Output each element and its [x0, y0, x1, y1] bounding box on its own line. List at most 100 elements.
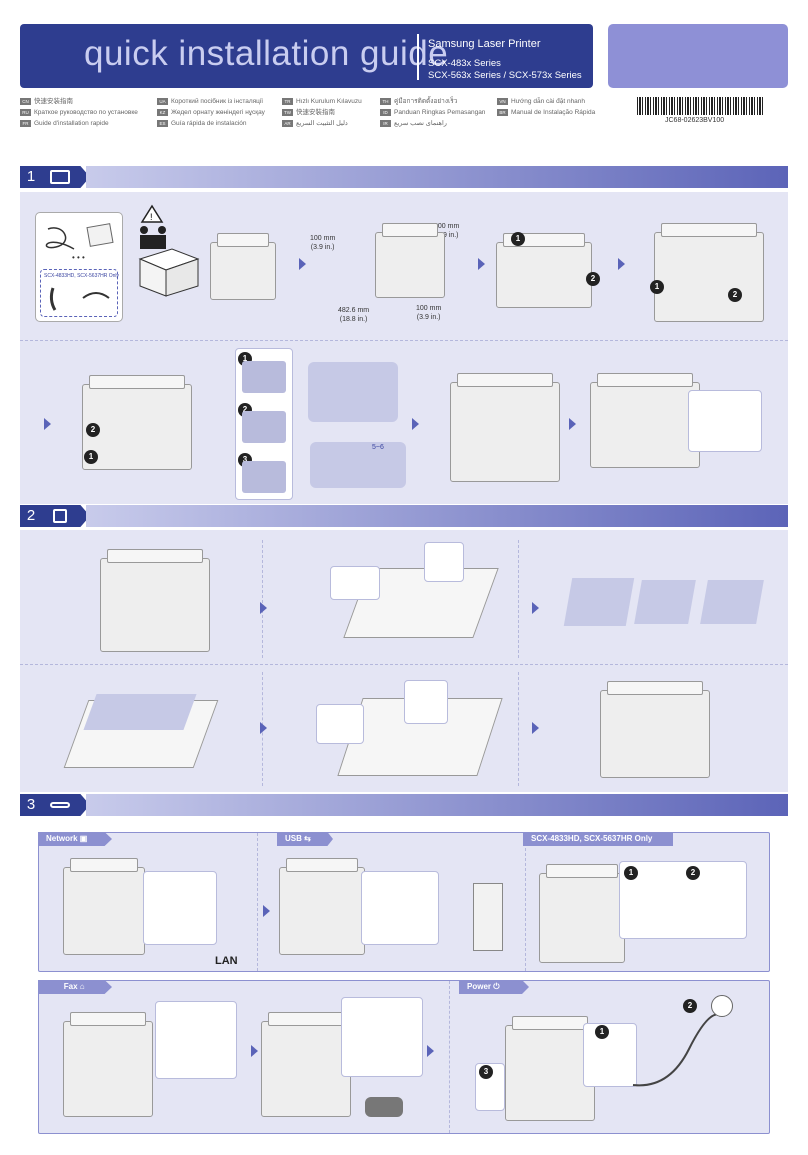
ext-port-detail — [341, 997, 423, 1077]
header-side-block — [608, 24, 788, 88]
cartridge-shake-illustration — [310, 442, 406, 488]
cartridge-tape-illustration — [242, 361, 286, 393]
printer-unboxed — [210, 232, 276, 300]
usb-tab: USB ⇆ — [277, 832, 333, 846]
step-badge: 2 — [686, 866, 700, 880]
printer-insert-tray — [600, 680, 710, 778]
fax-power-panel: Fax ⌂ Power ⏻ 3 1 2 — [38, 980, 770, 1134]
optional-items-label: SCX-4833HD, SCX-5637HR Only — [44, 273, 120, 279]
usb-port-detail — [361, 871, 439, 945]
cartridge-clip-illustration — [242, 411, 286, 443]
section-line — [86, 505, 788, 527]
printer-side-door — [654, 222, 764, 322]
guide-detail-card — [404, 680, 448, 724]
section-line — [86, 794, 788, 816]
door-detail-card — [688, 390, 762, 452]
phone-cord-icon — [82, 292, 110, 299]
step-arrow — [260, 722, 267, 734]
step-arrow — [618, 258, 625, 270]
cable-icon — [50, 802, 70, 808]
step-arrow — [427, 1045, 434, 1057]
svg-text:!: ! — [150, 212, 153, 222]
guide-detail-card — [424, 542, 464, 582]
printer-rear-fax — [63, 1011, 153, 1117]
cd-sleeve-icon — [86, 223, 114, 247]
step-badge: 1 — [511, 232, 525, 246]
section-number: 1 — [20, 166, 42, 188]
printer-power — [505, 1015, 595, 1121]
brand-label: Samsung Laser Printer — [428, 38, 541, 50]
step-badge: 3 — [479, 1065, 493, 1079]
series-line-2: SCX-563x Series / SCX-573x Series — [428, 70, 582, 81]
power-cord — [632, 1013, 722, 1087]
fan-paper-illustration — [634, 580, 696, 624]
printer-rear-usb — [279, 857, 365, 955]
handset-detail-card: 1 2 — [619, 861, 747, 939]
step-badge: 1 — [650, 280, 664, 294]
step-arrow — [412, 418, 419, 430]
step-badge: 2 — [683, 999, 697, 1013]
section-tab — [42, 794, 90, 816]
clearance-bottom-right: 100 mm (3.9 in.) — [416, 305, 442, 321]
step-badge: 2 — [86, 423, 100, 437]
printer-close-door — [590, 372, 700, 468]
printer-rear-ext — [261, 1011, 351, 1117]
section-number: 3 — [20, 794, 42, 816]
printer-handset-side — [539, 863, 625, 963]
paper-stack — [83, 694, 197, 730]
printer-insert-cartridge — [450, 372, 560, 482]
optional-items-box: SCX-4833HD, SCX-5637HR Only — [40, 269, 120, 317]
network-port-detail — [143, 871, 217, 945]
section-1-panel: • • • SCX-4833HD, SCX-5637HR Only ! 100 … — [20, 192, 788, 504]
handset-only-tab: SCX-4833HD, SCX-5637HR Only — [523, 832, 673, 846]
row-divider — [20, 340, 788, 341]
series-line-1: SCX-483x Series — [428, 58, 501, 69]
cartridge-unpack-illustration — [308, 362, 398, 422]
part-number: JC68-02623BV100 — [665, 117, 725, 124]
column-divider — [262, 540, 263, 658]
more-items: • • • — [72, 253, 85, 262]
step-arrow — [44, 418, 51, 430]
row-divider — [20, 664, 788, 665]
column-divider — [449, 981, 450, 1133]
section-2-bar: 2 — [20, 505, 788, 527]
section-3-bar: 3 — [20, 794, 788, 816]
clearance-top-left: 100 mm (3.9 in.) — [310, 235, 336, 251]
printer-clearance — [375, 222, 445, 298]
cable-icon — [45, 227, 75, 250]
accessories-card: • • • SCX-4833HD, SCX-5637HR Only — [35, 212, 123, 322]
step-badge: 2 — [586, 272, 600, 286]
computer-tower — [473, 883, 503, 951]
printer-scanner-open — [496, 212, 612, 308]
column-divider — [525, 833, 526, 971]
cartridge-steps-card: 1 2 3 — [235, 348, 293, 500]
printer-pull-tray — [100, 548, 210, 652]
step-arrow — [569, 418, 576, 430]
column-divider — [518, 672, 519, 786]
shake-count: 5~6 — [372, 444, 384, 451]
flex-paper-illustration — [563, 578, 635, 626]
header-banner — [20, 24, 593, 88]
power-tab: Power ⏻ — [459, 980, 529, 994]
column-divider — [518, 540, 519, 658]
lan-label: LAN — [215, 955, 238, 967]
connections-panel: Network ▣ LAN USB ⇆ SCX-4833HD, SCX-5637… — [38, 832, 770, 972]
paper-icon — [53, 509, 67, 523]
step-badge: 1 — [624, 866, 638, 880]
section-number: 2 — [20, 505, 42, 527]
step-arrow — [532, 722, 539, 734]
fax-line-port-detail — [155, 1001, 237, 1079]
step-badge: 1 — [595, 1025, 609, 1039]
step-arrow — [532, 602, 539, 614]
step-arrow — [251, 1045, 258, 1057]
step-badge: 1 — [84, 450, 98, 464]
step-arrow — [478, 258, 485, 270]
